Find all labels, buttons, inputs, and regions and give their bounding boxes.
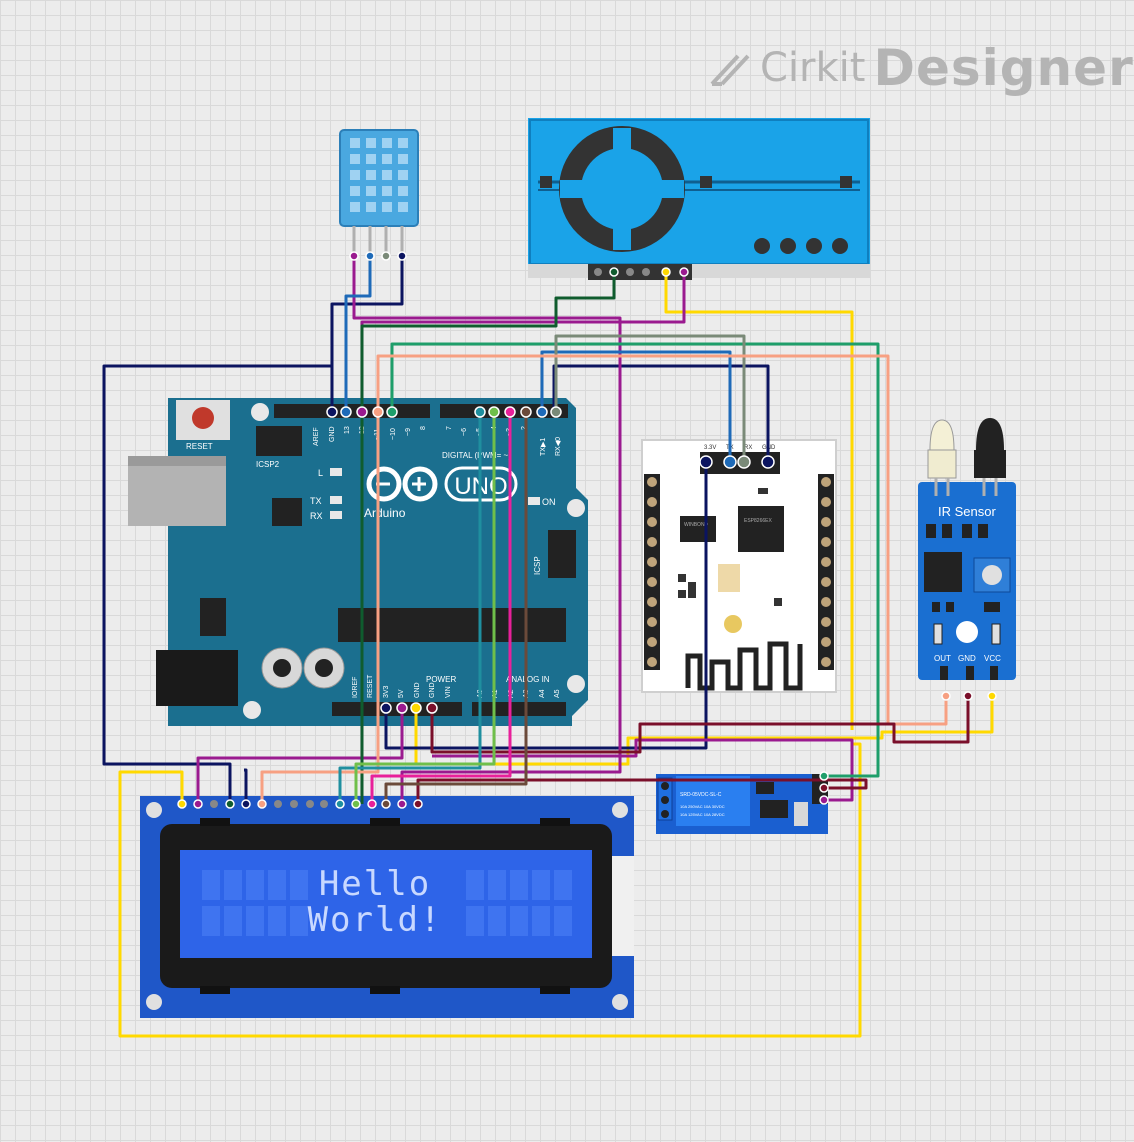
- pin-label: TX▶1: [540, 438, 547, 456]
- pin-label: RX◀0: [555, 437, 562, 456]
- pin-label: ~6: [461, 428, 468, 436]
- lcd-line-1: Hello: [318, 864, 432, 904]
- pin-label: A4: [539, 689, 546, 698]
- wire-navy: [244, 768, 248, 804]
- wire-navy: [102, 364, 334, 804]
- wire-gray: [554, 334, 746, 462]
- wire-navy: [552, 364, 770, 462]
- esp-chip1-label: WINBOND: [684, 522, 709, 528]
- analog-label: ANALOG IN: [506, 675, 550, 684]
- wires[interactable]: [102, 256, 994, 1038]
- wire-blue: [344, 256, 372, 412]
- icsp2-label: ICSP2: [256, 460, 280, 469]
- pin-label: GND: [329, 426, 336, 442]
- pin-label: ~9: [405, 428, 412, 436]
- pin-label: A5: [554, 689, 561, 698]
- dust-sensor-module[interactable]: [528, 118, 870, 280]
- reset-label: RESET: [186, 442, 213, 451]
- logo-product: Designer: [873, 39, 1134, 97]
- wire-blue: [540, 350, 732, 462]
- led-on-label: ON: [542, 497, 556, 507]
- pin-connectors: [177, 251, 997, 809]
- wire-brown: [384, 412, 528, 804]
- pin-label: GND: [429, 682, 436, 698]
- lcd-16x2-display[interactable]: [140, 796, 634, 1018]
- arduino-infinity-logo: [366, 466, 438, 502]
- led-tx-label: TX: [310, 496, 322, 506]
- relay-rating1: 10A 250VAC 10A 30VDC: [680, 804, 725, 809]
- pencil-logo-icon: [710, 54, 750, 86]
- arduino-uno-board[interactable]: RESET ICSP2 ICSP L TX RX ON UNO Arduino …: [128, 398, 588, 726]
- digital-label: DIGITAL (PWM= ~): [442, 451, 511, 460]
- wire-maroon: [430, 696, 970, 754]
- esp-pin-label: RX: [744, 445, 752, 451]
- esp8266-module[interactable]: 3.3V TX RX GND WINBOND ESP8266EX: [641, 439, 837, 693]
- ir-pin-label: GND: [958, 654, 976, 663]
- esp-pin-label: 3.3V: [704, 445, 716, 451]
- wire-purple: [432, 738, 854, 802]
- pin-label: ~10: [390, 428, 397, 440]
- relay-rating2: 10A 125VAC 10A 28VDC: [680, 812, 725, 817]
- relay-label: SRD-05VDC-SL-C: [680, 792, 722, 798]
- wire-navy: [384, 462, 708, 750]
- pin-label: GND: [414, 682, 421, 698]
- wire-teal: [338, 412, 482, 804]
- wire-darkgreen: [360, 272, 616, 804]
- esp-chip2-label: ESP8266EX: [744, 518, 772, 524]
- pin-label: IOREF: [352, 677, 359, 698]
- wire-salmon: [260, 412, 380, 804]
- wire-purple: [360, 272, 686, 412]
- icsp-label: ICSP: [533, 556, 542, 575]
- relay-module[interactable]: SRD-05VDC-SL-C 10A 250VAC 10A 30VDC 10A …: [656, 774, 828, 834]
- wire-salmon: [376, 354, 948, 726]
- pin-label: AREF: [313, 427, 320, 446]
- lcd-line-2: World!: [307, 900, 443, 940]
- ir-sensor-title: IR Sensor: [938, 504, 996, 519]
- pin-label: 5V: [398, 689, 405, 698]
- wire-yellow: [118, 742, 862, 1038]
- wire-green: [390, 342, 880, 778]
- led-rx-label: RX: [310, 511, 323, 521]
- wire-lime: [354, 412, 496, 804]
- led-l-label: L: [318, 468, 323, 478]
- dht11-sensor[interactable]: [339, 129, 419, 256]
- pin-label: 13: [344, 426, 351, 434]
- pin-label: RESET: [367, 674, 374, 698]
- ir-sensor-module[interactable]: IR Sensor OUT GND VCC: [918, 418, 1016, 680]
- lcd-text-area: Hello World!: [290, 866, 460, 938]
- pin-label: 7: [446, 426, 453, 430]
- wire-pink: [370, 412, 512, 804]
- pin-label: VIN: [445, 686, 452, 698]
- pin-label: 8: [420, 426, 427, 430]
- cirkit-designer-logo: Cirkit Designer: [708, 38, 1134, 98]
- arduino-brand: Arduino: [364, 506, 406, 520]
- wire-yellow: [664, 272, 854, 730]
- wire-maroon: [416, 778, 868, 804]
- logo-brand: Cirkit: [760, 45, 866, 91]
- pin-label: 3V3: [383, 685, 390, 698]
- wire-purple: [196, 708, 404, 804]
- ir-pin-label: OUT: [934, 654, 951, 663]
- wire-navy: [330, 256, 404, 412]
- power-label: POWER: [426, 675, 456, 684]
- ir-pin-label: VCC: [984, 654, 1001, 663]
